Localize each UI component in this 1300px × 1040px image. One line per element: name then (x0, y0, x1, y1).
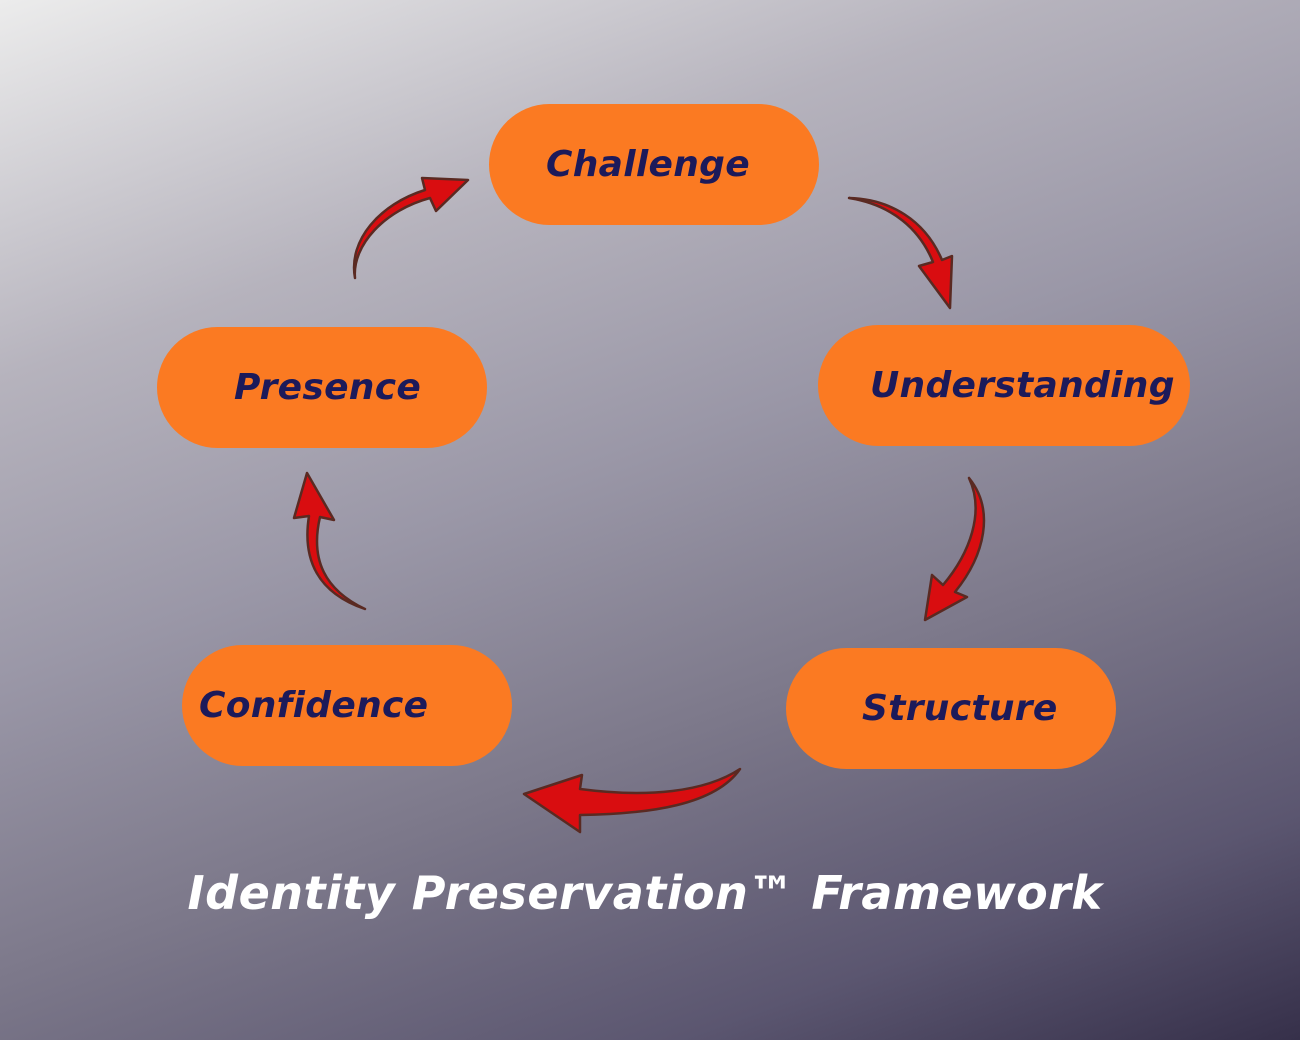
step-presence-label: Presence (234, 367, 422, 408)
step-structure-label: Structure (862, 688, 1058, 729)
arrow-understanding-to-structure (923, 476, 986, 622)
step-structure: Structure (786, 648, 1116, 769)
arrow-confidence-to-presence (292, 471, 367, 611)
arrow-presence-to-challenge (352, 176, 470, 280)
step-confidence-label: Confidence (199, 685, 429, 726)
step-challenge: Challenge (489, 104, 819, 225)
step-understanding-label: Understanding (870, 365, 1175, 406)
arrow-structure-to-confidence (522, 767, 742, 834)
step-confidence: Confidence (182, 645, 512, 766)
step-challenge-label: Challenge (546, 144, 750, 185)
step-understanding: Understanding (818, 325, 1190, 446)
arrow-challenge-to-understanding (847, 196, 954, 310)
framework-caption: Identity Preservation™ Framework (187, 866, 1103, 920)
step-presence: Presence (157, 327, 487, 448)
